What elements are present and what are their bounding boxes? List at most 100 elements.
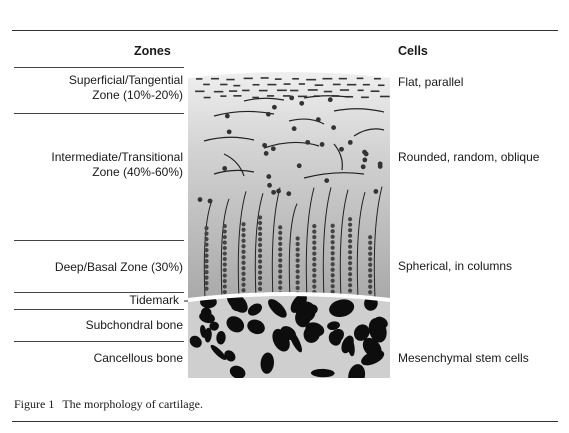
flat-cell bbox=[267, 83, 277, 86]
flat-cell bbox=[292, 77, 299, 80]
rounded-cell bbox=[267, 182, 272, 188]
spherical-cell bbox=[347, 255, 353, 260]
rounded-cell bbox=[362, 157, 368, 163]
rounded-cell bbox=[272, 104, 277, 110]
cartilage-diagram bbox=[184, 72, 391, 378]
spherical-cell bbox=[241, 244, 246, 249]
spherical-cell bbox=[295, 247, 300, 252]
bone-blob bbox=[341, 335, 354, 354]
bone-blob bbox=[200, 307, 212, 318]
spherical-cell bbox=[241, 266, 246, 271]
spherical-cell bbox=[222, 284, 227, 289]
flat-cell bbox=[361, 96, 369, 99]
bottom-rule bbox=[12, 421, 558, 422]
spherical-cell bbox=[204, 264, 209, 269]
spherical-cell bbox=[312, 251, 317, 256]
spherical-cell bbox=[204, 248, 209, 253]
spherical-cell bbox=[278, 258, 283, 263]
rounded-cell bbox=[289, 95, 295, 101]
spherical-cell bbox=[368, 284, 373, 289]
flat-cell bbox=[220, 83, 228, 86]
spherical-cell bbox=[204, 286, 209, 291]
rounded-cell bbox=[305, 139, 311, 145]
separator bbox=[14, 240, 184, 241]
flat-cell bbox=[266, 95, 275, 97]
top-rule bbox=[12, 30, 558, 31]
rounded-cell bbox=[286, 191, 292, 197]
spherical-cell bbox=[204, 237, 209, 242]
bone-blob bbox=[280, 326, 297, 340]
rounded-cell bbox=[299, 100, 305, 106]
bone-blob bbox=[329, 328, 344, 344]
fiber bbox=[288, 118, 325, 125]
spherical-cell bbox=[330, 267, 335, 272]
rounded-cell bbox=[315, 117, 321, 123]
bone-blob bbox=[303, 324, 321, 343]
rounded-cell bbox=[373, 189, 379, 194]
spherical-cell bbox=[347, 288, 353, 293]
spherical-cell bbox=[330, 256, 335, 261]
bone-blob bbox=[247, 319, 265, 335]
flat-cell bbox=[314, 84, 324, 86]
spherical-cell bbox=[204, 270, 209, 275]
spherical-cell bbox=[204, 226, 209, 231]
rounded-cell bbox=[207, 198, 213, 204]
rounded-cell bbox=[339, 146, 344, 152]
spherical-cell bbox=[222, 273, 227, 278]
flat-cell bbox=[282, 95, 291, 97]
spherical-cell bbox=[278, 285, 283, 291]
spherical-cell bbox=[295, 274, 300, 280]
flat-cell bbox=[339, 89, 350, 91]
spherical-cell bbox=[368, 240, 373, 245]
figure-label: Figure 1 bbox=[14, 397, 55, 411]
spherical-cell bbox=[312, 273, 317, 278]
flat-cell bbox=[297, 95, 308, 98]
flat-cell bbox=[226, 78, 235, 81]
spherical-cell bbox=[241, 233, 246, 238]
zone-deep-label: Deep/Basal Zone (30%) bbox=[54, 260, 183, 274]
bone-blob bbox=[348, 364, 366, 378]
flat-cell bbox=[346, 83, 357, 86]
spherical-cell bbox=[241, 271, 246, 276]
separator bbox=[14, 309, 184, 310]
bone-blob bbox=[260, 352, 274, 374]
spherical-cell bbox=[278, 269, 283, 274]
spherical-cell bbox=[278, 247, 283, 252]
spherical-cell bbox=[278, 263, 283, 269]
spherical-cell bbox=[312, 229, 317, 234]
flat-cell bbox=[220, 95, 227, 97]
rounded-cell bbox=[265, 111, 271, 117]
spherical-cell bbox=[257, 220, 263, 226]
bone-blob bbox=[329, 299, 355, 318]
spherical-cell bbox=[241, 288, 246, 293]
cancellous-bone-label: Cancellous bone bbox=[93, 351, 183, 365]
bone-blob bbox=[327, 321, 340, 331]
rounded-cell bbox=[226, 129, 232, 135]
spherical-cell bbox=[295, 280, 300, 285]
separator bbox=[14, 113, 184, 114]
flat-cell bbox=[258, 89, 268, 92]
spherical-cell bbox=[241, 238, 246, 243]
spherical-cell bbox=[257, 242, 263, 248]
rounded-cell bbox=[360, 164, 366, 170]
flat-cell bbox=[213, 90, 224, 93]
spherical-cell bbox=[257, 237, 263, 242]
rounded-cell bbox=[377, 164, 383, 169]
spherical-cell bbox=[312, 257, 317, 262]
spherical-cell bbox=[222, 234, 227, 240]
spherical-cell bbox=[312, 235, 317, 240]
spherical-cell bbox=[330, 234, 335, 239]
bone-blob bbox=[354, 324, 370, 341]
spherical-cell bbox=[330, 229, 335, 234]
spherical-cell bbox=[241, 249, 246, 254]
flat-cell bbox=[307, 89, 318, 91]
spherical-cell bbox=[347, 261, 353, 266]
bone-blob bbox=[204, 327, 212, 343]
spherical-cell bbox=[330, 284, 335, 289]
column-cells bbox=[204, 215, 373, 296]
bone-blob bbox=[210, 344, 227, 360]
spherical-cell bbox=[347, 239, 353, 244]
rounded-cells bbox=[197, 95, 383, 204]
fiber bbox=[254, 193, 264, 299]
flat-cell bbox=[338, 77, 347, 80]
